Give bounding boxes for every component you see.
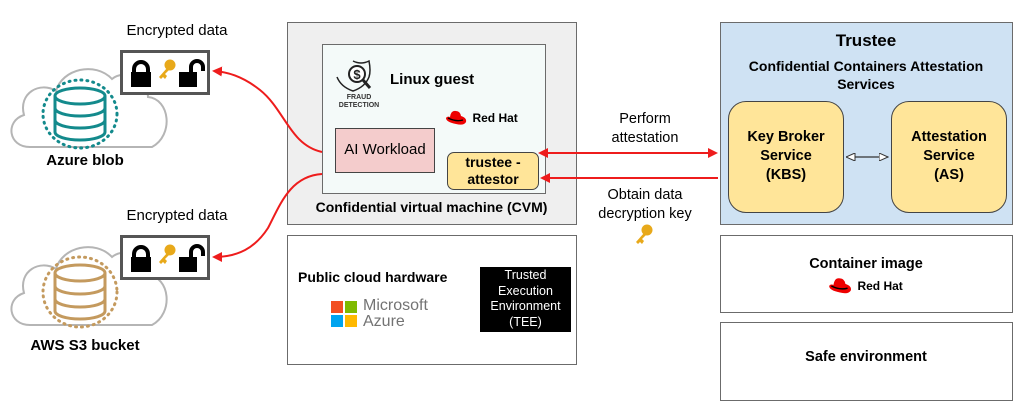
linux-guest-box: $ FRAUD DETECTION Linux guest Red Hat AI… bbox=[322, 44, 546, 194]
lock-closed-icon bbox=[131, 60, 151, 87]
encrypted-data-label: Encrypted data bbox=[126, 22, 228, 39]
aws-s3-label: AWS S3 bucket bbox=[30, 337, 140, 354]
container-image-title: Container image bbox=[809, 256, 923, 272]
lock-open-icon bbox=[179, 59, 205, 87]
key-icon bbox=[159, 244, 176, 264]
key-icon bbox=[159, 59, 176, 79]
trustee-attestor-box: trustee - attestor bbox=[447, 152, 539, 190]
redhat-logo: Red Hat bbox=[444, 109, 518, 127]
database-icon bbox=[41, 78, 119, 150]
ai-workload-label: AI Workload bbox=[344, 141, 426, 158]
ai-workload-box: AI Workload bbox=[335, 128, 435, 173]
kbs-box: Key Broker Service (KBS) bbox=[728, 101, 844, 213]
perform-attestation-label: Perform attestation bbox=[611, 111, 679, 146]
encrypted-data-box bbox=[120, 235, 210, 280]
svg-text:$: $ bbox=[353, 67, 361, 82]
microsoft-azure-logo: Microsoft Azure bbox=[331, 298, 428, 330]
public-cloud-hardware-box: Public cloud hardware Microsoft Azure Tr… bbox=[287, 235, 577, 365]
trustee-title: Trustee bbox=[835, 31, 897, 50]
obtain-key-label: Obtain data decryption key bbox=[598, 187, 692, 222]
trustee-subtitle: Confidential Containers Attestation Serv… bbox=[748, 58, 984, 92]
microsoft-logo-icon bbox=[331, 301, 357, 327]
decryption-key-icon bbox=[636, 224, 653, 244]
redhat-hat-icon bbox=[829, 278, 851, 294]
fraud-detection-icon: $ bbox=[336, 59, 372, 92]
aws-s3-storage: AWS S3 bucket Encrypted data bbox=[0, 200, 280, 360]
azure-text: Azure bbox=[363, 313, 405, 330]
fraud-label: FRAUD DETECTION bbox=[338, 94, 380, 109]
as-box: Attestation Service (AS) bbox=[891, 101, 1007, 213]
encrypted-data-label: Encrypted data bbox=[126, 207, 228, 224]
lock-open-icon bbox=[179, 244, 205, 272]
redhat-logo: Red Hat bbox=[827, 276, 903, 296]
safe-environment-title: Safe environment bbox=[805, 349, 927, 365]
redhat-text: Red Hat bbox=[472, 111, 518, 125]
redhat-hat-icon bbox=[446, 110, 467, 125]
azure-blob-storage: Azure blob Encrypted data bbox=[0, 0, 280, 180]
redhat-text: Red Hat bbox=[857, 279, 903, 293]
database-icon bbox=[41, 255, 119, 329]
encrypted-data-box bbox=[120, 50, 210, 95]
tee-box: Trusted Execution Environment (TEE) bbox=[480, 267, 571, 332]
container-image-box: Container image Red Hat bbox=[720, 235, 1013, 313]
cvm-title: Confidential virtual machine (CVM) bbox=[315, 199, 548, 215]
lock-closed-icon bbox=[131, 245, 151, 272]
linux-guest-title: Linux guest bbox=[390, 71, 475, 88]
azure-blob-label: Azure blob bbox=[46, 152, 124, 169]
trustee-box: Trustee Confidential Containers Attestat… bbox=[720, 22, 1013, 225]
cvm-box: $ FRAUD DETECTION Linux guest Red Hat AI… bbox=[287, 22, 577, 225]
microsoft-text: Microsoft bbox=[363, 297, 428, 314]
hardware-title: Public cloud hardware bbox=[298, 269, 448, 285]
safe-environment-box: Safe environment bbox=[720, 322, 1013, 401]
